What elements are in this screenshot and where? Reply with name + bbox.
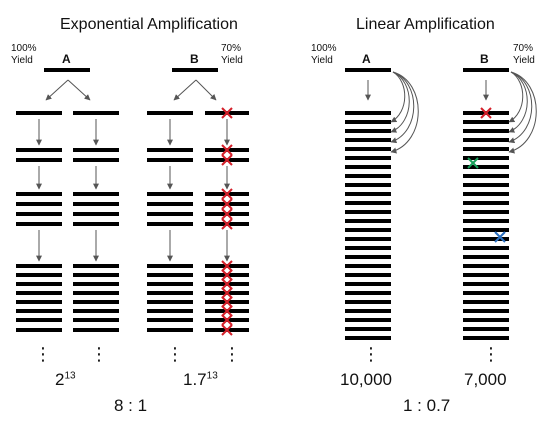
copy-arrows: [36, 71, 537, 262]
strand-bars: [16, 68, 509, 340]
exp-failure-mark: [221, 278, 233, 290]
exp-template-b-label: B: [190, 52, 199, 66]
lin-b-reuse-arrow: [508, 71, 533, 144]
exp-b-yield: 70% Yield: [221, 43, 243, 67]
linear-title: Linear Amplification: [356, 16, 495, 33]
lin-a-reuse-arrow: [390, 71, 419, 154]
exp-a-result-exponent: 13: [64, 370, 76, 382]
exp-a2-continuation: ⋮: [90, 344, 108, 364]
exp-failure-mark: [221, 314, 233, 326]
lin-a-reuse-arrow: [390, 71, 410, 133]
exp-failure-mark: [221, 154, 233, 166]
exp-failure-mark: [221, 260, 233, 272]
lin-a-yield-word: Yield: [311, 55, 333, 66]
lin-b-reuse-arrow: [508, 71, 537, 154]
exp-ratio: 8 : 1: [114, 396, 148, 415]
exp-b-result-exponent: 13: [206, 370, 218, 382]
lin-a-yield: 100% Yield: [311, 43, 337, 67]
exp-b1-continuation: ⋮: [166, 344, 184, 364]
exp-failure-mark: [221, 324, 233, 336]
exp-b-split-arrow: [173, 79, 197, 101]
lin-b-result: 7,000: [464, 370, 507, 389]
lin-b-continuation: ⋮: [482, 344, 500, 364]
exp-failure-mark: [221, 208, 233, 220]
exp-a1-continuation: ⋮: [34, 344, 52, 364]
exp-a-split-arrow: [67, 79, 91, 101]
lin-template-a-label: A: [362, 52, 371, 66]
lin-failure-mark-red: [480, 107, 492, 119]
exp-b-result: 1.713: [183, 370, 218, 390]
exp-failure-mark: [221, 107, 233, 119]
exp-failure-mark: [221, 144, 233, 156]
exp-b2-continuation: ⋮: [223, 344, 241, 364]
exp-a-result-base: 2: [55, 370, 65, 389]
exp-a-result: 213: [55, 370, 76, 390]
exp-a-yield-percent: 100%: [11, 43, 37, 54]
lin-a-continuation: ⋮: [362, 344, 380, 364]
exp-b-yield-word: Yield: [221, 55, 243, 66]
lin-failure-mark-blue: [494, 231, 506, 243]
exp-b-split-arrow: [195, 79, 217, 101]
lin-b-yield-word: Yield: [513, 55, 535, 66]
exp-b-yield-percent: 70%: [221, 43, 242, 54]
exp-failure-mark: [221, 305, 233, 317]
lin-a-result: 10,000: [340, 370, 392, 389]
exp-a-split-arrow: [45, 79, 69, 101]
exp-a-yield-word: Yield: [11, 55, 33, 66]
exp-failure-mark: [221, 188, 233, 200]
failure-marks: [221, 107, 506, 336]
lin-b-reuse-arrow: [508, 71, 524, 123]
lin-template-b-label: B: [480, 52, 489, 66]
exp-b-result-base: 1.7: [183, 370, 207, 389]
lin-b-reuse-arrow: [508, 71, 528, 133]
exp-template-a-label: A: [62, 52, 71, 66]
exp-failure-mark: [221, 218, 233, 230]
lin-failure-mark-green: [467, 157, 479, 169]
lin-a-reuse-arrow: [390, 71, 415, 144]
exp-failure-mark: [221, 269, 233, 281]
exp-failure-mark: [221, 198, 233, 210]
exponential-title: Exponential Amplification: [60, 16, 238, 33]
exp-failure-mark: [221, 296, 233, 308]
lin-a-yield-percent: 100%: [311, 43, 337, 54]
lin-b-yield-percent: 70%: [513, 43, 534, 54]
lin-ratio: 1 : 0.7: [403, 396, 451, 415]
exp-failure-mark: [221, 287, 233, 299]
lin-b-yield: 70% Yield: [513, 43, 535, 67]
exp-a-yield: 100% Yield: [11, 43, 37, 67]
lin-a-reuse-arrow: [390, 71, 406, 123]
